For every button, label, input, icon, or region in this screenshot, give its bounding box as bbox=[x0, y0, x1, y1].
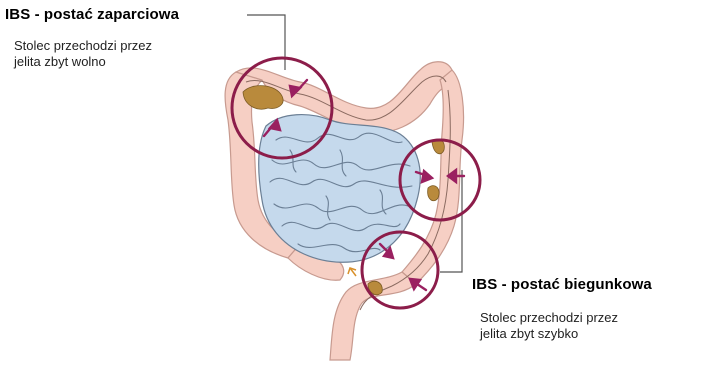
constipation-desc-line-2: jelita zbyt wolno bbox=[14, 54, 152, 70]
diarrhea-desc-line-2: jelita zbyt szybko bbox=[480, 326, 618, 342]
diarrhea-description: Stolec przechodzi przez jelita zbyt szyb… bbox=[480, 310, 618, 342]
small-intestine bbox=[259, 115, 421, 263]
diarrhea-title: IBS - postać biegunkowa bbox=[472, 276, 652, 293]
constipation-description: Stolec przechodzi przez jelita zbyt woln… bbox=[14, 38, 152, 70]
constipation-desc-line-1: Stolec przechodzi przez bbox=[14, 38, 152, 54]
diarrhea-desc-line-1: Stolec przechodzi przez bbox=[480, 310, 618, 326]
constipation-title: IBS - postać zaparciowa bbox=[5, 6, 179, 23]
small-direction-arrow bbox=[348, 268, 356, 276]
